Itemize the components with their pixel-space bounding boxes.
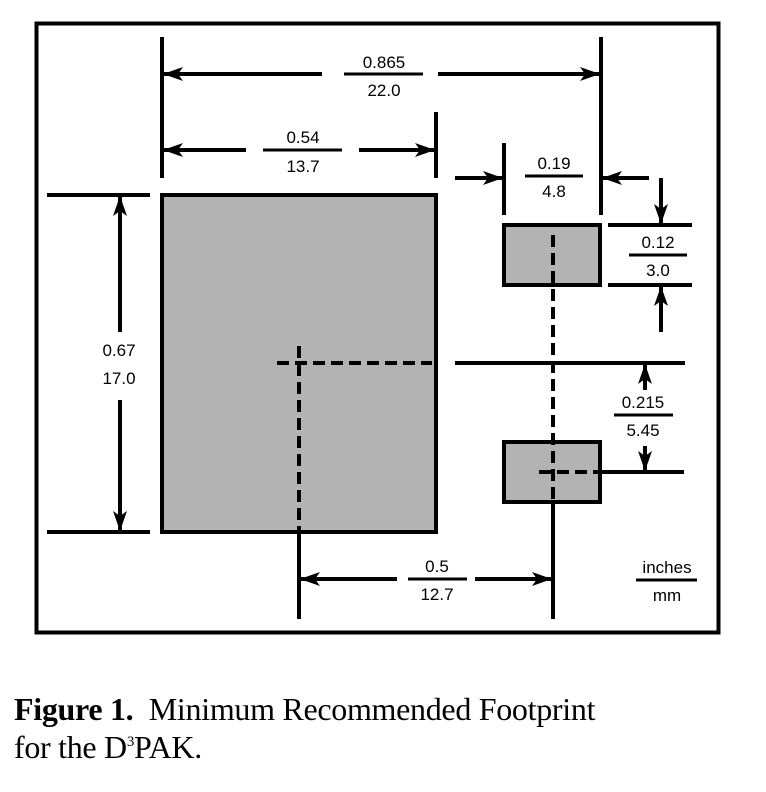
overall-width-mm: 22.0: [367, 81, 400, 100]
caption-superscript: 3: [126, 734, 135, 750]
caption-title: Minimum Recommended Footprint: [148, 691, 596, 727]
fraction-bars: [263, 72, 697, 582]
pad-pitch-mm: 5.45: [626, 421, 659, 440]
overall-width-inches: 0.865: [363, 53, 406, 72]
small-pad-height-mm: 3.0: [646, 261, 670, 280]
units-legend-top: inches: [642, 558, 691, 577]
caption-line-2: for the D3PAK.: [14, 728, 754, 766]
diagram-frame: [34, 21, 721, 635]
figure-label: Figure 1.: [14, 691, 134, 727]
center-spacing-inches: 0.5: [425, 557, 449, 576]
extension-lines: [47, 37, 692, 619]
caption-line-1: Figure 1. Minimum Recommended Footprint: [14, 690, 754, 728]
large-pad-height-mm: 17.0: [102, 369, 135, 388]
large-pad-height-inches: 0.67: [102, 341, 135, 360]
center-lines: [277, 235, 600, 532]
large-pad-width-mm: 13.7: [286, 157, 319, 176]
small-pad-width-mm: 4.8: [542, 182, 566, 201]
pad-pitch-inches: 0.215: [622, 393, 665, 412]
small-pad-height-inches: 0.12: [641, 233, 674, 252]
figure-caption: Figure 1. Minimum Recommended Footprint …: [14, 690, 754, 766]
large-pad-width-inches: 0.54: [286, 128, 319, 147]
footprint-diagram: 0.865 22.0 0.54 13.7 0.19 4.8 0.12 3.0 0…: [34, 21, 721, 635]
caption-prefix: for the D: [14, 729, 127, 765]
units-legend-bottom: mm: [653, 586, 681, 605]
center-spacing-mm: 12.7: [420, 585, 453, 604]
caption-suffix: PAK.: [134, 729, 202, 765]
small-pad-width-inches: 0.19: [537, 154, 570, 173]
dimension-arrows: [113, 67, 668, 586]
